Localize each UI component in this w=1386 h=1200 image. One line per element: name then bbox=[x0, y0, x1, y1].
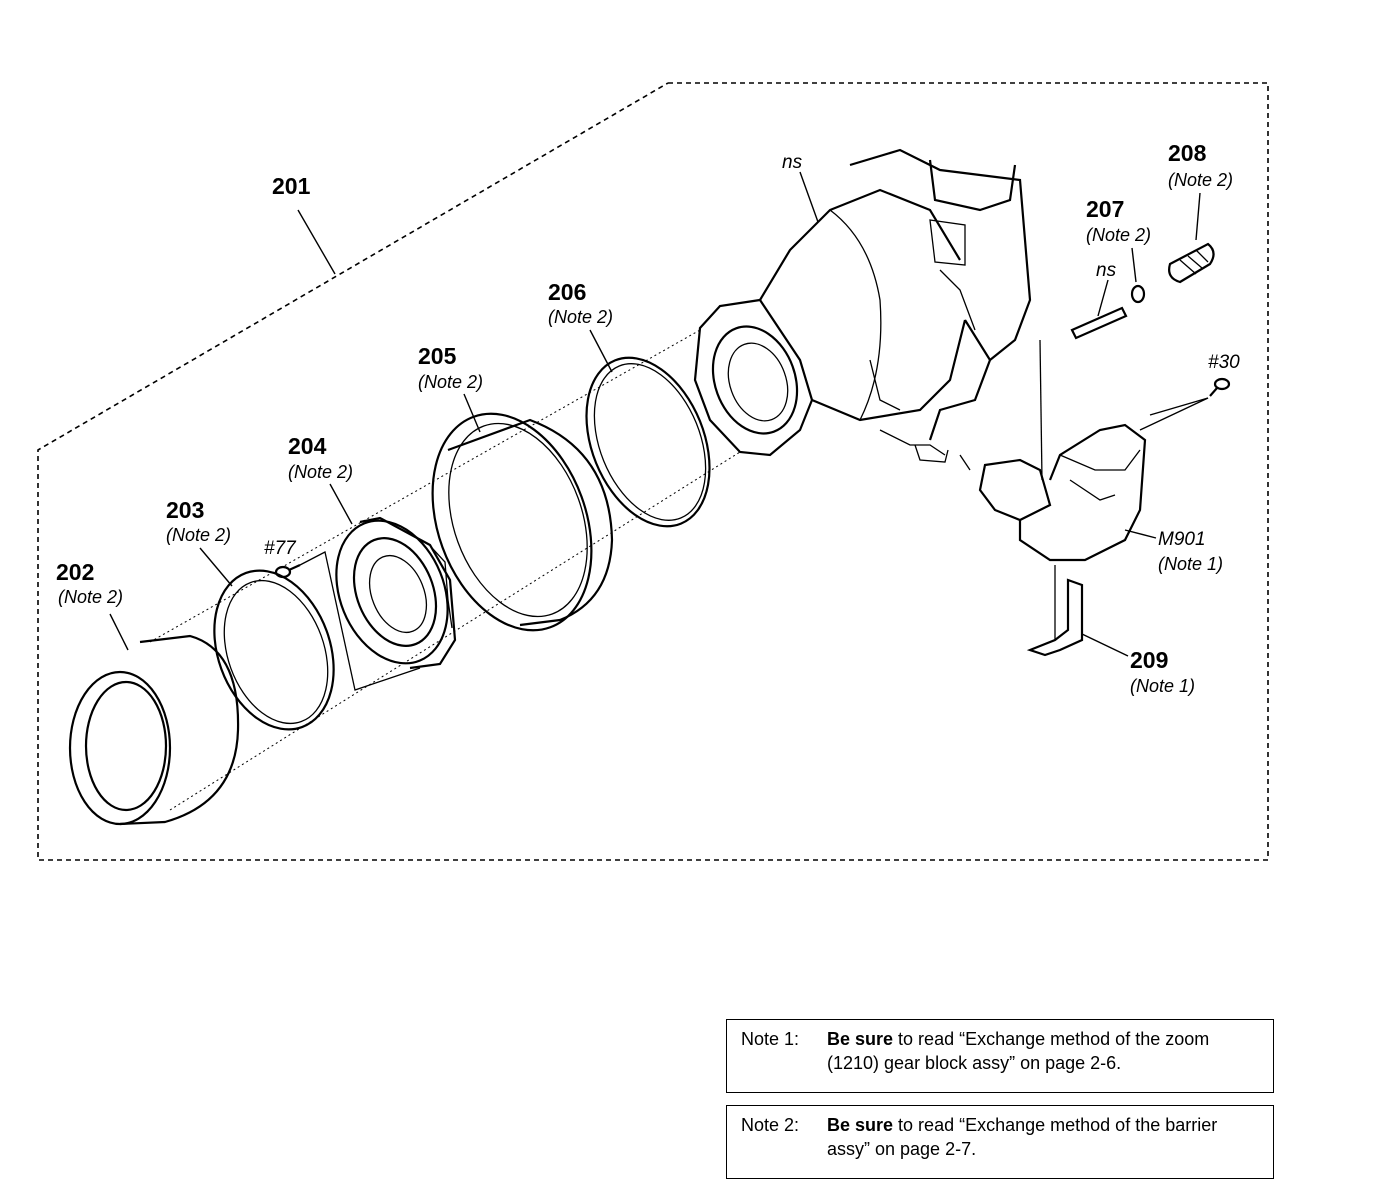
note-ref-204: (Note 2) bbox=[288, 462, 353, 482]
note-2-box: Note 2: Be sure to read “Exchange method… bbox=[726, 1105, 1274, 1179]
part-204-barrier-unit bbox=[335, 516, 457, 670]
label-207: 207 bbox=[1086, 196, 1124, 222]
part-205-ring bbox=[431, 412, 614, 632]
leader-209 bbox=[1081, 633, 1129, 657]
leader-ns-shaft bbox=[1097, 279, 1109, 317]
note-ref-207: (Note 2) bbox=[1086, 225, 1151, 245]
note-ref-203: (Note 2) bbox=[166, 525, 231, 545]
note-ref-202: (Note 2) bbox=[58, 587, 123, 607]
leader-201 bbox=[297, 209, 336, 275]
part-209-bracket bbox=[1026, 565, 1084, 657]
label-205: 205 bbox=[418, 343, 457, 369]
screw-77-leader bbox=[299, 551, 421, 691]
note-ref-205: (Note 2) bbox=[418, 372, 483, 392]
part-207-shaft bbox=[1070, 284, 1146, 340]
leader-203 bbox=[199, 547, 233, 587]
note-ref-m901: (Note 1) bbox=[1158, 554, 1223, 574]
leader-m901 bbox=[1124, 529, 1157, 539]
note-2-tag: Note 2: bbox=[741, 1115, 800, 1135]
note-2-emphasis: Be sure bbox=[827, 1115, 894, 1135]
label-208: 208 bbox=[1168, 140, 1207, 166]
label-206: 206 bbox=[548, 279, 586, 305]
label-203: 203 bbox=[166, 497, 204, 523]
lens-block-assembly bbox=[693, 148, 1032, 463]
label-screw-77: #77 bbox=[264, 538, 297, 559]
note-2-body: to read “Exchange method of the barrier … bbox=[827, 1115, 1218, 1159]
note-1-tag: Note 1: bbox=[741, 1029, 800, 1049]
note-1-emphasis: Be sure bbox=[827, 1029, 894, 1049]
leader-207 bbox=[1131, 247, 1137, 283]
label-ns-shaft: ns bbox=[1096, 260, 1117, 281]
part-203-ring bbox=[213, 569, 335, 731]
label-209: 209 bbox=[1130, 647, 1168, 673]
note-ref-206: (Note 2) bbox=[548, 307, 613, 327]
part-202-ring bbox=[68, 634, 240, 826]
leader-ns-block bbox=[799, 171, 819, 223]
label-202: 202 bbox=[56, 559, 94, 585]
leader-205 bbox=[463, 393, 481, 433]
part-206-ring bbox=[585, 356, 711, 528]
leader-206 bbox=[589, 329, 613, 373]
note-ref-208: (Note 2) bbox=[1168, 170, 1233, 190]
note-ref-209: (Note 1) bbox=[1130, 676, 1195, 696]
screw-30 bbox=[1139, 377, 1231, 431]
label-ns-block: ns bbox=[782, 152, 803, 173]
label-201: 201 bbox=[272, 173, 311, 199]
label-m901: M901 bbox=[1158, 529, 1206, 550]
note-1-box: Note 1: Be sure to read “Exchange method… bbox=[726, 1019, 1274, 1093]
assembly-201-boundary bbox=[37, 82, 1269, 861]
note-1-body: to read “Exchange method of the zoom (12… bbox=[827, 1029, 1210, 1073]
screw-77 bbox=[274, 563, 301, 579]
leader-208 bbox=[1195, 192, 1201, 241]
axis-line-upper bbox=[149, 329, 701, 643]
leader-202 bbox=[109, 613, 129, 651]
leader-204 bbox=[329, 483, 353, 525]
label-screw-30: #30 bbox=[1208, 352, 1240, 373]
label-204: 204 bbox=[288, 433, 327, 459]
part-208-gear bbox=[1168, 242, 1215, 284]
note-1-text: Be sure to read “Exchange method of the … bbox=[827, 1027, 1263, 1075]
motor-m901 bbox=[959, 339, 1147, 562]
axis-line-lower bbox=[169, 451, 741, 811]
note-2-text: Be sure to read “Exchange method of the … bbox=[827, 1113, 1263, 1161]
